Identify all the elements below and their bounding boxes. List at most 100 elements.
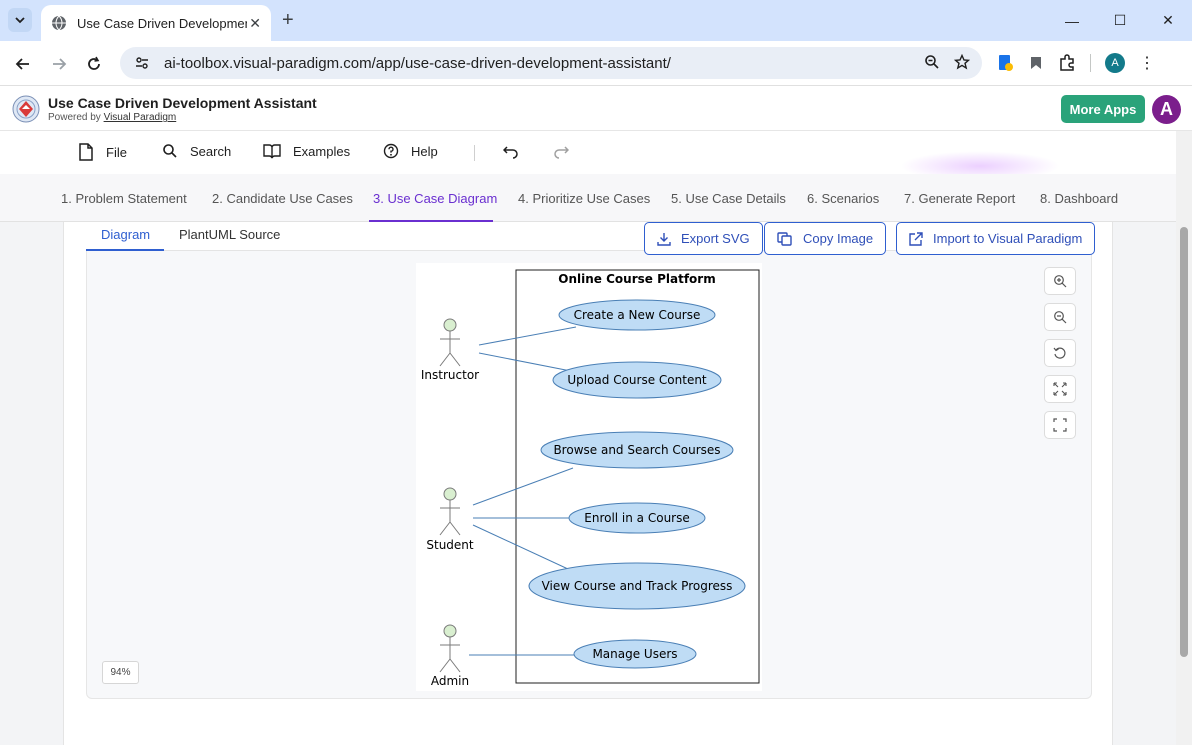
use-case-manage-users[interactable]: Manage Users <box>573 639 697 669</box>
diagram-canvas[interactable]: Online Course Platform Instructor <box>86 251 1092 699</box>
step-use-case-diagram[interactable]: 3. Use Case Diagram <box>373 191 498 206</box>
toolbar-divider <box>474 145 475 161</box>
fullscreen-button[interactable] <box>1044 411 1076 439</box>
search-label: Search <box>190 143 232 159</box>
use-case-label: Create a New Course <box>574 308 701 322</box>
fit-arrows-icon <box>1053 382 1067 396</box>
back-icon[interactable] <box>12 53 34 75</box>
reload-icon[interactable] <box>83 53 105 75</box>
powered-by-label: Powered by <box>48 112 101 123</box>
assoc-student-browse <box>472 467 574 506</box>
system-name: Online Course Platform <box>558 272 715 286</box>
powered-by-link[interactable]: Visual Paradigm <box>103 112 177 123</box>
active-step-indicator <box>369 220 493 222</box>
zoom-icon[interactable] <box>924 54 940 70</box>
help-icon <box>383 143 399 159</box>
actor-admin-label: Admin <box>431 674 469 688</box>
use-case-browse-search[interactable]: Browse and Search Courses <box>540 431 734 469</box>
rotate-icon <box>1053 347 1066 359</box>
new-tab-icon[interactable]: + <box>282 9 294 31</box>
close-icon[interactable]: ✕ <box>249 14 261 31</box>
copy-image-label: Copy Image <box>803 231 874 246</box>
kebab-menu-icon[interactable]: ⋮ <box>1139 55 1155 72</box>
step-generate-report[interactable]: 7. Generate Report <box>904 191 1016 206</box>
step-tabs: 1. Problem Statement 2. Candidate Use Ca… <box>0 174 1176 222</box>
use-case-label: Browse and Search Courses <box>553 443 720 457</box>
use-case-label: View Course and Track Progress <box>542 579 733 593</box>
actor-admin <box>439 624 461 673</box>
zoom-in-button[interactable] <box>1044 267 1076 295</box>
active-subtab-indicator <box>86 249 164 251</box>
extensions-area: A ⋮ <box>996 53 1155 73</box>
step-use-case-details[interactable]: 5. Use Case Details <box>671 191 786 206</box>
redo-icon[interactable] <box>553 145 569 159</box>
extension-bookmark-icon[interactable] <box>1028 55 1044 71</box>
copy-icon <box>777 231 792 246</box>
powered-by: Powered by Visual Paradigm <box>48 112 176 123</box>
file-label: File <box>106 144 127 160</box>
actor-student-label: Student <box>426 538 474 552</box>
extension-doc-icon[interactable] <box>996 54 1014 72</box>
system-boundary <box>515 269 760 684</box>
fit-view-button[interactable] <box>1044 375 1076 403</box>
scroll-thumb[interactable] <box>1180 227 1188 657</box>
step-candidate-use-cases[interactable]: 2. Candidate Use Cases <box>212 191 353 206</box>
use-case-label: Enroll in a Course <box>584 511 690 525</box>
use-case-enroll-course[interactable]: Enroll in a Course <box>568 502 706 534</box>
help-menu[interactable]: Help <box>383 143 438 159</box>
download-icon <box>657 232 671 246</box>
export-svg-label: Export SVG <box>681 231 750 246</box>
use-case-diagram: Online Course Platform Instructor <box>416 263 762 691</box>
step-prioritize-use-cases[interactable]: 4. Prioritize Use Cases <box>518 191 651 206</box>
profile-avatar[interactable]: A <box>1105 53 1125 73</box>
forward-icon[interactable] <box>48 53 70 75</box>
step-problem-statement[interactable]: 1. Problem Statement <box>61 191 187 206</box>
file-icon <box>79 143 93 161</box>
export-svg-button[interactable]: Export SVG <box>644 222 763 255</box>
actor-instructor-label: Instructor <box>421 368 479 382</box>
bookmark-star-icon[interactable] <box>954 54 970 70</box>
tab-plantuml-source[interactable]: PlantUML Source <box>179 227 281 242</box>
tab-search-dropdown[interactable] <box>8 8 32 32</box>
puzzle-icon[interactable] <box>1058 54 1076 72</box>
browser-tab-bar: Use Case Driven Development Assistant ✕ … <box>0 0 1192 41</box>
undo-icon[interactable] <box>503 145 519 159</box>
site-settings-icon[interactable] <box>134 55 150 71</box>
address-bar-row: ai-toolbox.visual-paradigm.com/app/use-c… <box>0 41 1192 86</box>
examples-menu[interactable]: Examples <box>263 143 350 159</box>
search-menu[interactable]: Search <box>162 143 231 159</box>
step-scenarios[interactable]: 6. Scenarios <box>807 191 880 206</box>
use-case-upload-content[interactable]: Upload Course Content <box>552 361 722 399</box>
external-link-icon <box>909 231 923 246</box>
divider <box>1090 54 1091 72</box>
minimize-icon[interactable]: — <box>1065 12 1079 29</box>
tab-title: Use Case Driven Development Assistant <box>77 15 247 31</box>
omnibox[interactable]: ai-toolbox.visual-paradigm.com/app/use-c… <box>120 47 982 79</box>
use-case-create-course[interactable]: Create a New Course <box>558 299 716 331</box>
more-apps-button[interactable]: More Apps <box>1061 95 1145 123</box>
examples-label: Examples <box>293 143 351 159</box>
app-header: Use Case Driven Development Assistant Po… <box>0 87 1192 131</box>
step-dashboard[interactable]: 8. Dashboard <box>1040 191 1119 206</box>
actor-student <box>439 487 461 536</box>
import-vp-label: Import to Visual Paradigm <box>933 231 1083 246</box>
assoc-instructor-upload <box>478 352 582 374</box>
file-menu[interactable]: File <box>78 143 127 161</box>
app-toolbar: File Search Examples Help <box>0 131 1176 181</box>
window-close-icon[interactable]: ✕ <box>1162 12 1174 28</box>
globe-icon <box>52 15 66 31</box>
book-icon <box>263 144 281 159</box>
browser-tab[interactable]: Use Case Driven Development Assistant ✕ <box>41 5 271 41</box>
import-visual-paradigm-button[interactable]: Import to Visual Paradigm <box>896 222 1096 255</box>
search-icon <box>163 144 177 158</box>
page-scrollbar[interactable] <box>1176 131 1192 745</box>
copy-image-button[interactable]: Copy Image <box>764 222 887 255</box>
use-case-label: Manage Users <box>592 647 677 661</box>
use-case-view-track[interactable]: View Course and Track Progress <box>528 562 746 610</box>
user-avatar[interactable]: A <box>1152 95 1181 124</box>
fullscreen-icon <box>1053 418 1067 432</box>
tab-diagram[interactable]: Diagram <box>101 227 151 242</box>
maximize-icon[interactable]: ☐ <box>1113 12 1127 28</box>
zoom-out-button[interactable] <box>1044 303 1076 331</box>
reset-zoom-button[interactable] <box>1044 339 1076 367</box>
